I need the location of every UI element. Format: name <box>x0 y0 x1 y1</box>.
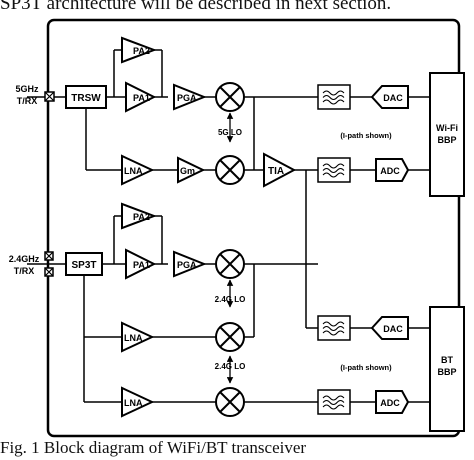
wires-24g <box>27 215 430 403</box>
lna-24g-label-a: LNA <box>124 333 143 343</box>
pa2-24g-label: PA2 <box>133 212 150 222</box>
port-24g-label-1: 2.4GHz <box>9 254 40 264</box>
pa2-5g-amplifier <box>121 36 157 64</box>
chip-boundary <box>46 18 461 438</box>
sp3t-label: SP3T <box>71 260 96 271</box>
pga-5g-amplifier <box>173 83 207 111</box>
adc-wifi-label: ADC <box>380 166 400 176</box>
ipath-label-wifi: (I-path shown) <box>340 131 392 140</box>
tia-amplifier <box>263 152 297 188</box>
gm-amplifier <box>177 156 206 184</box>
dac-bt-block <box>370 316 409 340</box>
wifi-bbp-block <box>429 72 465 197</box>
preceding-paragraph-text: SP3T architecture will be described in n… <box>0 0 392 14</box>
tia-label: TIA <box>268 166 284 177</box>
bt-bbp-label-1: BT <box>441 355 453 365</box>
lo-24g-label-a: 2.4G LO <box>215 295 246 304</box>
pa1-24g-label: PA1 <box>133 260 150 270</box>
port-5g-label-2: T/RX <box>17 96 38 106</box>
mixer-5g-tx <box>215 82 245 112</box>
filter-bt-rx <box>317 389 351 415</box>
mixer-24g-rx-b <box>215 387 245 417</box>
port-24g-label-2: T/RX <box>14 266 35 276</box>
dac-wifi-block <box>370 85 409 109</box>
port-5g-label-1: 5GHz <box>15 84 39 94</box>
pa2-5g-label: PA2 <box>133 46 150 56</box>
mixer-5g-rx <box>215 155 245 185</box>
filter-bt-tx <box>317 315 351 341</box>
wifi-bbp-label-1: Wi-Fi <box>436 123 458 133</box>
filter-5g-tx <box>317 84 351 110</box>
dac-wifi-label: DAC <box>383 93 403 103</box>
sp3t-block <box>65 252 103 276</box>
pa1-5g-label: PA1 <box>133 93 150 103</box>
wifi-bbp-label-2: BBP <box>437 135 456 145</box>
lna-24g-amplifier-b <box>121 386 155 418</box>
port-5g <box>44 91 55 102</box>
pga-5g-label: PGA <box>177 93 197 103</box>
gm-label: Gm <box>180 166 195 176</box>
port-24g-a <box>44 251 54 261</box>
lo-24g-label-b: 2.4G LO <box>215 362 246 371</box>
mixer-24g-tx <box>215 249 245 279</box>
wires-5g <box>27 49 430 329</box>
lna-24g-amplifier-a <box>121 321 155 353</box>
adc-wifi-block <box>375 158 410 182</box>
ipath-label-bt: (I-path shown) <box>340 363 392 372</box>
lna-5g-amplifier <box>121 154 155 186</box>
port-24g-b <box>44 267 54 277</box>
pa1-5g-amplifier <box>125 81 157 113</box>
adc-bt-block <box>375 390 410 414</box>
lna-5g-label: LNA <box>124 166 143 176</box>
lna-24g-label-b: LNA <box>124 398 143 408</box>
pga-24g-label: PGA <box>177 260 197 270</box>
figure-caption: Fig. 1 Block diagram of WiFi/BT transcei… <box>0 438 307 457</box>
pga-24g-amplifier <box>173 250 207 278</box>
bt-bbp-block <box>429 306 465 432</box>
filter-5g-rx <box>317 157 351 183</box>
pa2-24g-amplifier <box>121 202 157 230</box>
mixer-24g-rx-a <box>215 322 245 352</box>
lo-5g-label: 5G LO <box>218 128 242 137</box>
adc-bt-label: ADC <box>380 398 400 408</box>
trsw-block <box>65 85 107 109</box>
pa1-24g-amplifier <box>125 248 157 280</box>
dac-bt-label: DAC <box>383 324 403 334</box>
bt-bbp-label-2: BBP <box>437 367 456 377</box>
trsw-label: TRSW <box>71 93 101 104</box>
